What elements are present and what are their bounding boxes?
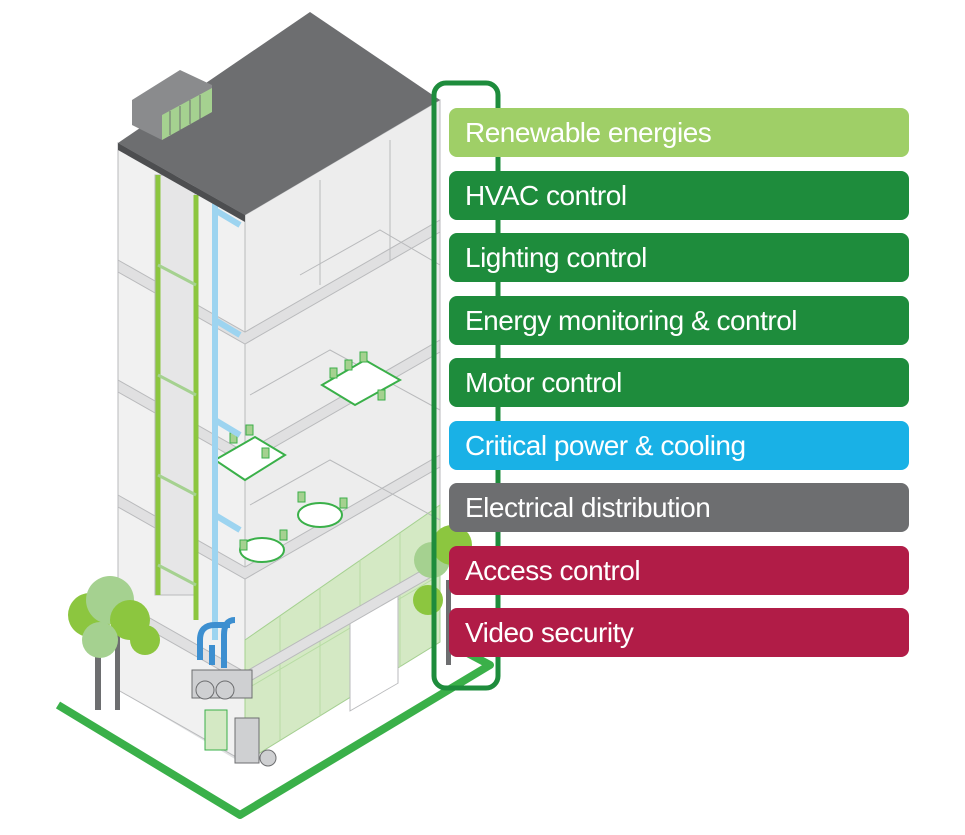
plant-room-equipment bbox=[191, 669, 277, 767]
green-riser bbox=[155, 175, 199, 620]
interior-walls bbox=[244, 140, 441, 521]
roof-edge bbox=[118, 143, 245, 222]
label-lighting-control: Lighting control bbox=[449, 233, 909, 282]
roof bbox=[118, 12, 440, 215]
label-electrical-distribution: Electrical distribution bbox=[449, 483, 909, 532]
systems-list: Renewable energies HVAC control Lighting… bbox=[449, 108, 909, 671]
label-hvac-control: HVAC control bbox=[449, 170, 909, 220]
label-video-security: Video security bbox=[449, 608, 909, 657]
chairs bbox=[229, 351, 386, 551]
label-motor-control: Motor control bbox=[449, 358, 909, 407]
tree-left bbox=[68, 576, 160, 710]
label-access-control: Access control bbox=[449, 545, 909, 595]
chilled-water-pipes bbox=[197, 617, 236, 668]
label-renewable-energies: Renewable energies bbox=[449, 108, 909, 157]
label-energy-monitoring-control: Energy monitoring & control bbox=[449, 295, 909, 345]
hvac-duct bbox=[212, 200, 242, 640]
label-critical-power-cooling: Critical power & cooling bbox=[449, 420, 909, 470]
